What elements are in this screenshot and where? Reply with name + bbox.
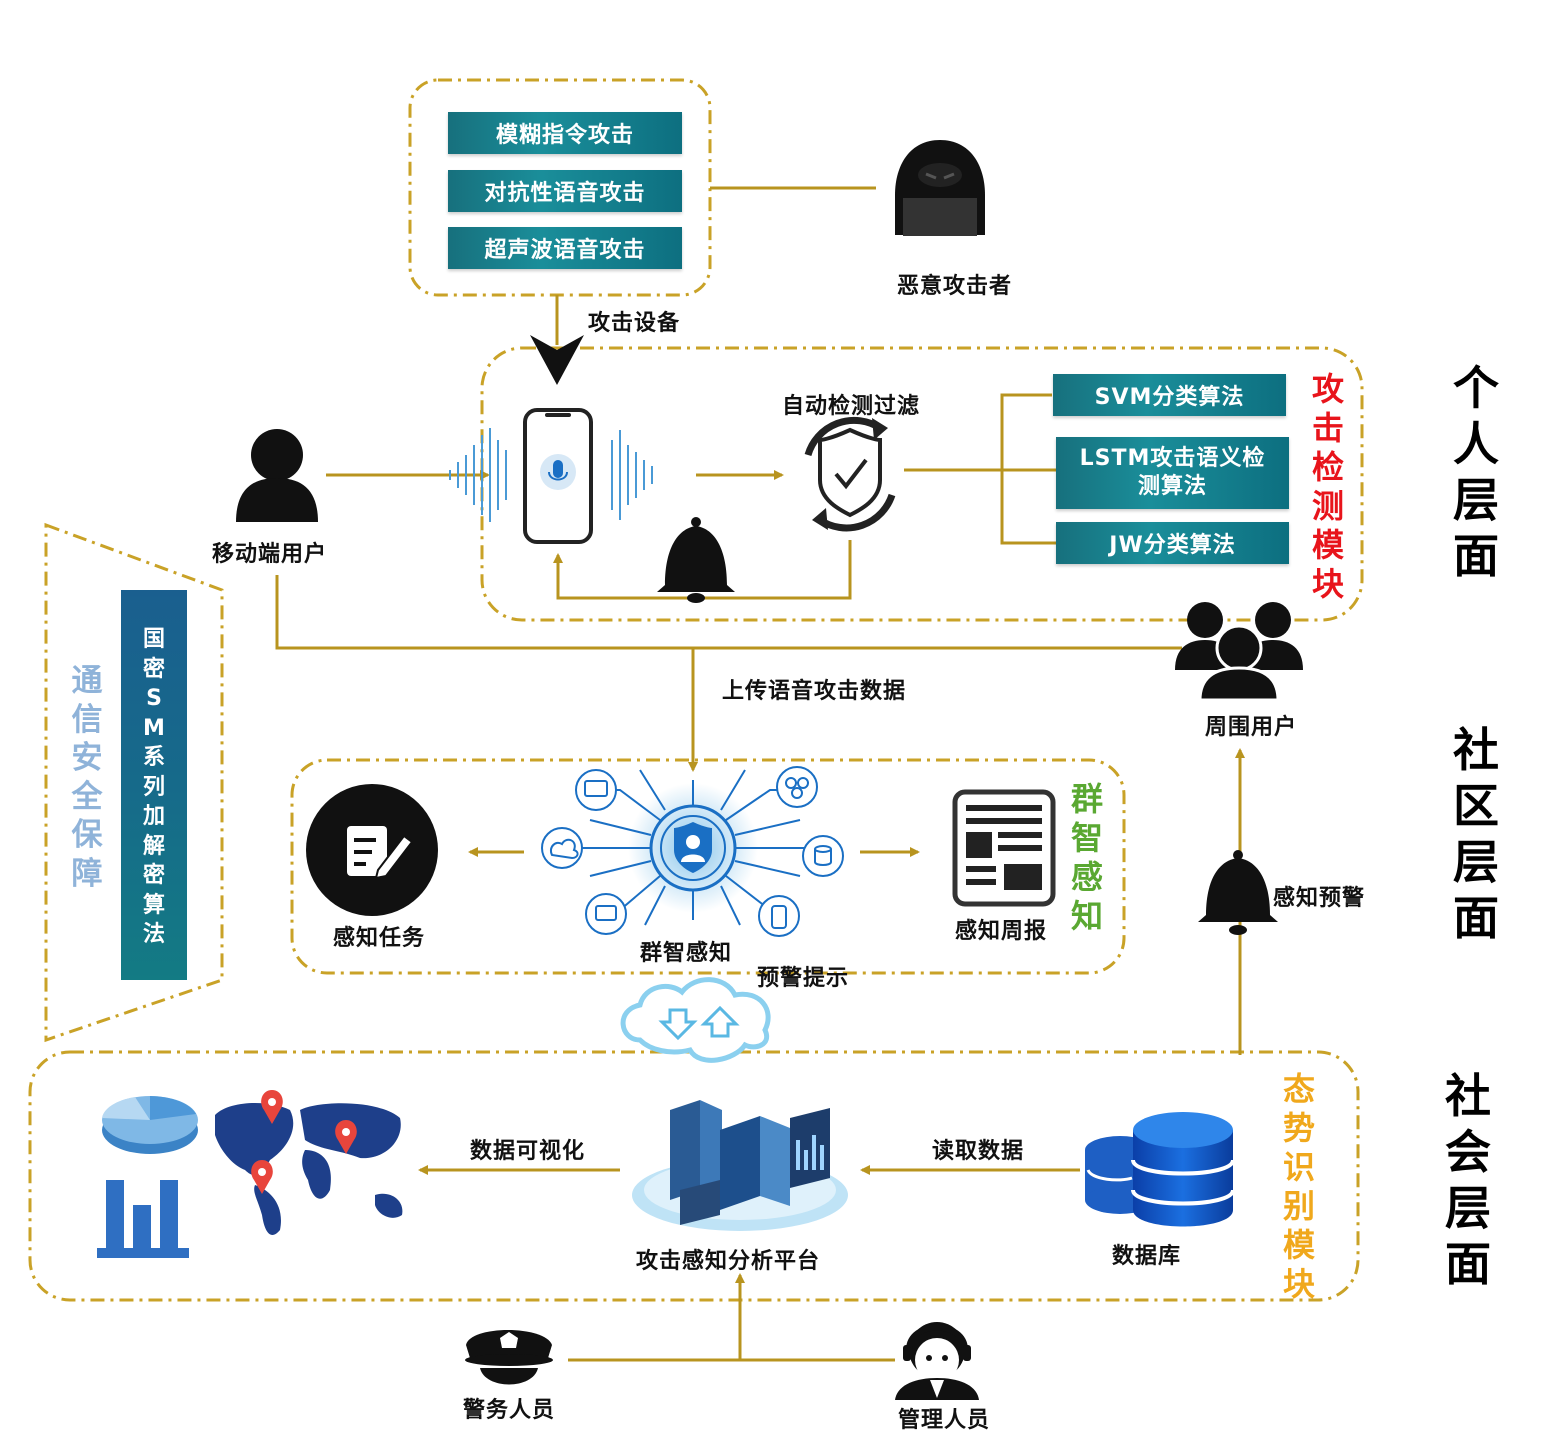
situation-module-title: 态势识别模块 bbox=[1282, 1070, 1315, 1303]
platform-label: 攻击感知分析平台 bbox=[636, 1249, 821, 1274]
situation-module-region bbox=[28, 1050, 1360, 1302]
attack-arrowhead bbox=[530, 335, 584, 385]
read-data-label: 读取数据 bbox=[932, 1139, 1025, 1164]
weekly-report-icon bbox=[952, 789, 1056, 907]
world-map-icon bbox=[215, 1090, 403, 1235]
auto-filter-label: 自动检测过滤 bbox=[782, 394, 921, 419]
crowd-module-region bbox=[290, 758, 1126, 975]
shield-filter-icon bbox=[804, 416, 896, 532]
security-title: 通信安全保障 bbox=[71, 663, 103, 892]
crowd-module-title: 群智感知 bbox=[1070, 780, 1103, 935]
mobile-user-icon bbox=[236, 429, 318, 522]
mobile-user-label: 移动端用户 bbox=[212, 542, 328, 567]
crowd-center-label: 群智感知 bbox=[640, 941, 733, 966]
bell-icon bbox=[657, 517, 735, 603]
sensing-task-icon bbox=[306, 784, 438, 916]
sense-alert-label: 感知预警 bbox=[1273, 886, 1366, 911]
sensing-task-label: 感知任务 bbox=[333, 926, 426, 951]
weekly-report-label: 感知周报 bbox=[955, 919, 1048, 944]
nearby-users-label: 周围用户 bbox=[1205, 715, 1298, 740]
visualize-label: 数据可视化 bbox=[470, 1139, 586, 1164]
hacker-icon bbox=[895, 140, 985, 236]
cloud-sync-icon bbox=[620, 977, 771, 1063]
attack-method-fuzzy: 模糊指令攻击 bbox=[448, 112, 682, 154]
attack-method-ultrasonic: 超声波语音攻击 bbox=[448, 227, 682, 269]
police-label: 警务人员 bbox=[463, 1398, 556, 1423]
database-icon bbox=[1085, 1112, 1235, 1227]
warning-hint-label: 预警提示 bbox=[757, 966, 850, 991]
detect-module-region bbox=[480, 346, 1364, 622]
alert-bell-icon bbox=[1198, 850, 1278, 935]
nearby-users-icon bbox=[1175, 602, 1303, 702]
police-icon bbox=[465, 1330, 553, 1385]
sound-wave-icon bbox=[449, 428, 653, 522]
attack-device-label: 攻击设备 bbox=[588, 311, 681, 336]
database-label: 数据库 bbox=[1112, 1244, 1182, 1269]
admin-icon bbox=[895, 1322, 979, 1400]
layer-community: 社区层面 bbox=[1453, 723, 1499, 946]
crowd-hub-icon bbox=[541, 766, 844, 937]
attacker-label: 恶意攻击者 bbox=[897, 274, 1013, 299]
attack-method-adversarial: 对抗性语音攻击 bbox=[448, 170, 682, 212]
algorithm-svm: SVM分类算法 bbox=[1053, 374, 1286, 416]
algorithm-lstm: LSTM攻击语义检测算法 bbox=[1056, 437, 1289, 509]
attack-methods-region bbox=[408, 78, 712, 297]
security-region bbox=[44, 522, 224, 1043]
admin-label: 管理人员 bbox=[898, 1408, 991, 1433]
layer-personal: 个人层面 bbox=[1453, 361, 1499, 584]
visualization-chart-icon bbox=[97, 1096, 198, 1258]
analysis-platform-icon bbox=[632, 1100, 848, 1231]
phone-icon bbox=[523, 408, 593, 544]
layer-society: 社会层面 bbox=[1445, 1069, 1491, 1292]
algorithm-jw: JW分类算法 bbox=[1056, 522, 1289, 564]
detect-module-title: 攻击检测模块 bbox=[1311, 370, 1344, 603]
upload-label: 上传语音攻击数据 bbox=[722, 679, 907, 704]
